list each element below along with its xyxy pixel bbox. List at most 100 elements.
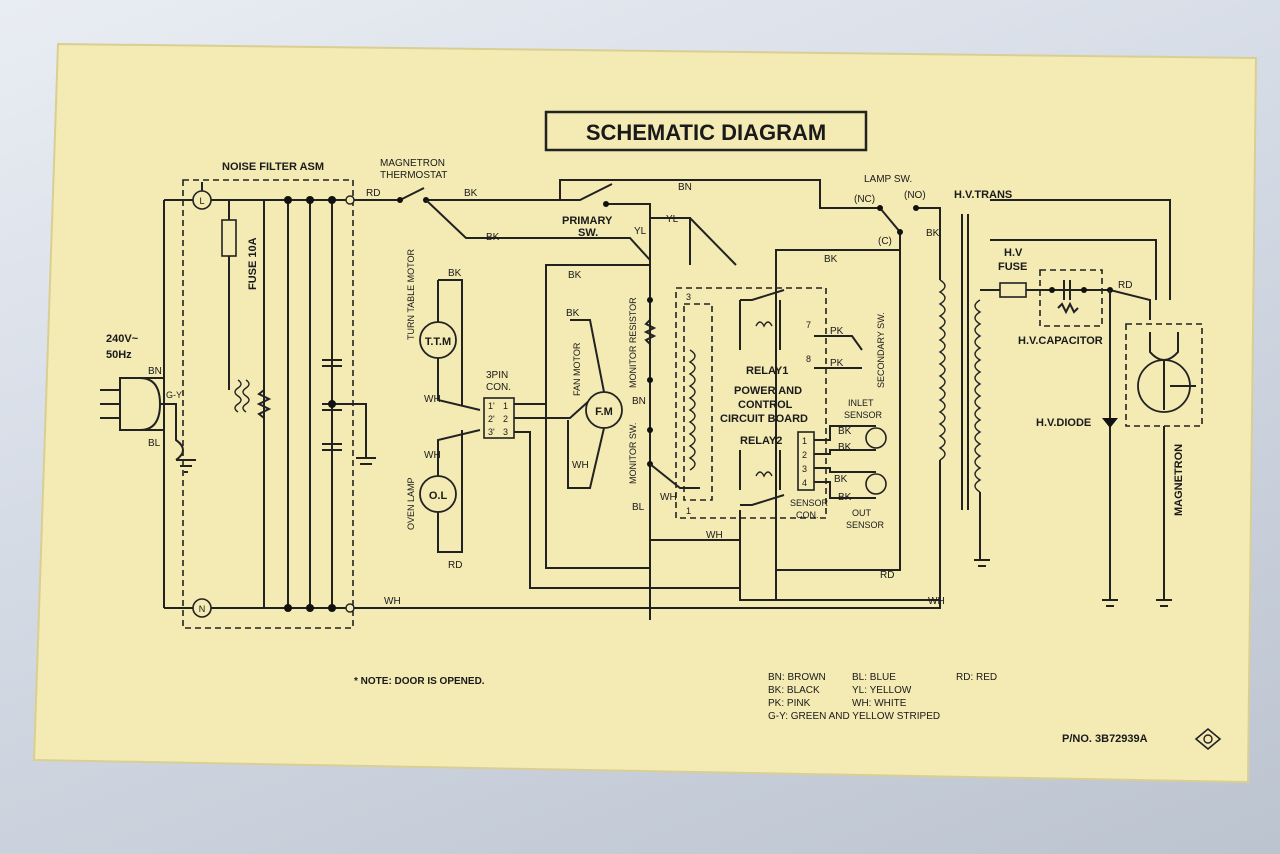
hv-diode-label: H.V.DIODE [1036, 417, 1091, 429]
hv-fuse-label-1: H.V [1004, 247, 1023, 259]
sensor-connector [797, 431, 815, 491]
sensor-pin-2: 2 [802, 450, 807, 460]
con-pin-1p: 1' [488, 401, 495, 411]
inlet-sensor-label-2: SENSOR [844, 410, 883, 420]
board-label-3: CIRCUIT BOARD [720, 413, 808, 425]
hv-capacitor-label: H.V.CAPACITOR [1018, 335, 1103, 347]
sensor-pin-3: 3 [802, 464, 807, 474]
con-pin-2p: 2' [488, 414, 495, 424]
wire-bk-sec: BK [824, 254, 838, 265]
inlet-sensor [865, 427, 887, 449]
wire-rd-hv: RD [1118, 280, 1132, 291]
board-pin-7: 7 [806, 320, 811, 330]
primary-sw-label-1: PRIMARY [562, 215, 613, 227]
sensor-pin-1: 1 [802, 436, 807, 446]
wire-pk-2: PK [830, 358, 844, 369]
legend-entry: YL: YELLOW [852, 685, 912, 696]
board-inner-coil-box [683, 303, 713, 501]
terminal-l-label: L [199, 196, 204, 206]
legend-entry: PK: PINK [768, 698, 811, 709]
wire-wh-mon: WH [660, 492, 677, 503]
con-pin-3: 3 [503, 427, 508, 437]
wire-bk-in1: BK [838, 426, 852, 437]
primary-sw-label-2: SW. [578, 227, 598, 239]
wire-yl-1: YL [666, 214, 679, 225]
lamp-sw-label: LAMP SW. [864, 174, 912, 185]
wire-rd-low: RD [880, 570, 894, 581]
out-sensor [865, 473, 887, 495]
legend-entry: WH: WHITE [852, 698, 907, 709]
board-label-2: CONTROL [738, 399, 793, 411]
pin-con-label-2: CON. [486, 382, 511, 393]
wire-wh-bottom: WH [384, 596, 401, 607]
lamp-sw-c: (C) [878, 236, 892, 247]
legend-entry: G-Y: GREEN AND YELLOW STRIPED [768, 711, 940, 722]
oven-lamp-label: OVEN LAMP [406, 477, 416, 530]
out-sensor-label-2: SENSOR [846, 520, 885, 530]
wire-rd-top: RD [366, 188, 380, 199]
wire-wh-right: WH [928, 596, 945, 607]
wire-bl-plug: BL [148, 438, 161, 449]
fm-symbol: F.M [595, 406, 613, 418]
wire-bn-plug: BN [148, 366, 162, 377]
title-box [544, 110, 868, 152]
thermostat-label-1: MAGNETRON [380, 158, 445, 169]
con-pin-2: 2 [503, 414, 508, 424]
wire-wh-lamp: WH [424, 450, 441, 461]
board-pin-1: 1 [686, 506, 691, 516]
wire-bk-ttm: BK [448, 268, 462, 279]
wire-bk-in2: BK [838, 442, 852, 453]
fuse-label: FUSE 10A [247, 237, 259, 290]
board-pin-3: 3 [686, 292, 691, 302]
wire-bk-con: BK [568, 270, 582, 281]
wire-bk-out1: BK [834, 474, 848, 485]
wire-bk-diag: BK [486, 232, 500, 243]
monitor-resistor-label: MONITOR RESISTOR [628, 297, 638, 388]
wire-bn-top: BN [678, 182, 692, 193]
wire-gy-plug: G-Y [166, 390, 182, 400]
board-pin-8: 8 [806, 354, 811, 364]
ttm-label: TURN TABLE MOTOR [406, 248, 416, 340]
secondary-sw-label: SECONDARY SW. [876, 312, 886, 388]
board-label-1: POWER AND [734, 385, 802, 397]
wire-yl-2: YL [634, 226, 647, 237]
wire-pk-1: PK [830, 326, 844, 337]
wire-bn-mon: BN [632, 396, 646, 407]
legend-entry: BK: BLACK [768, 685, 820, 696]
terminal-n-label: N [199, 604, 206, 614]
door-note: * NOTE: DOOR IS OPENED. [354, 676, 485, 687]
legend-entry: BL: BLUE [852, 672, 896, 683]
hv-diode [1102, 418, 1118, 428]
lamp-sw-nc: (NC) [854, 194, 875, 205]
legend-entry: BN: BROWN [768, 672, 826, 683]
paper-sheet [32, 42, 1258, 784]
wire-wh-fan: WH [572, 460, 589, 471]
sensor-con-label-2: CON. [796, 510, 819, 520]
wire-bk-top: BK [464, 188, 478, 199]
sensor-con-label-1: SENSOR [790, 498, 829, 508]
part-number: P/NO. 3B72939A [1062, 733, 1148, 745]
page-title: SCHEMATIC DIAGRAM [586, 120, 826, 145]
wire-bl-mon: BL [632, 502, 645, 513]
supply-frequency: 50Hz [106, 349, 132, 361]
manufacturer-logo-icon [1194, 727, 1222, 751]
ttm-symbol: T.T.M [425, 336, 451, 348]
con-pin-3p: 3' [488, 427, 495, 437]
wire-wh-low: WH [706, 530, 723, 541]
filter-out-top [345, 195, 355, 205]
noise-filter-label: NOISE FILTER ASM [222, 161, 324, 173]
monitor-sw-label: MONITOR SW. [628, 423, 638, 484]
wire-bk-lamp: BK [926, 228, 940, 239]
thermostat-label-2: THERMOSTAT [380, 170, 447, 181]
hv-trans-label: H.V.TRANS [954, 189, 1012, 201]
wire-bk-out2: BK [838, 492, 852, 503]
wire-wh-ttm: WH [424, 394, 441, 405]
hv-capacitor-box [1039, 269, 1103, 327]
filter-out-bottom [345, 603, 355, 613]
relay2-label: RELAY2 [740, 435, 782, 447]
relay1-label: RELAY1 [746, 365, 788, 377]
out-sensor-label-1: OUT [852, 508, 872, 518]
lamp-sw-no: (NO) [904, 190, 926, 201]
